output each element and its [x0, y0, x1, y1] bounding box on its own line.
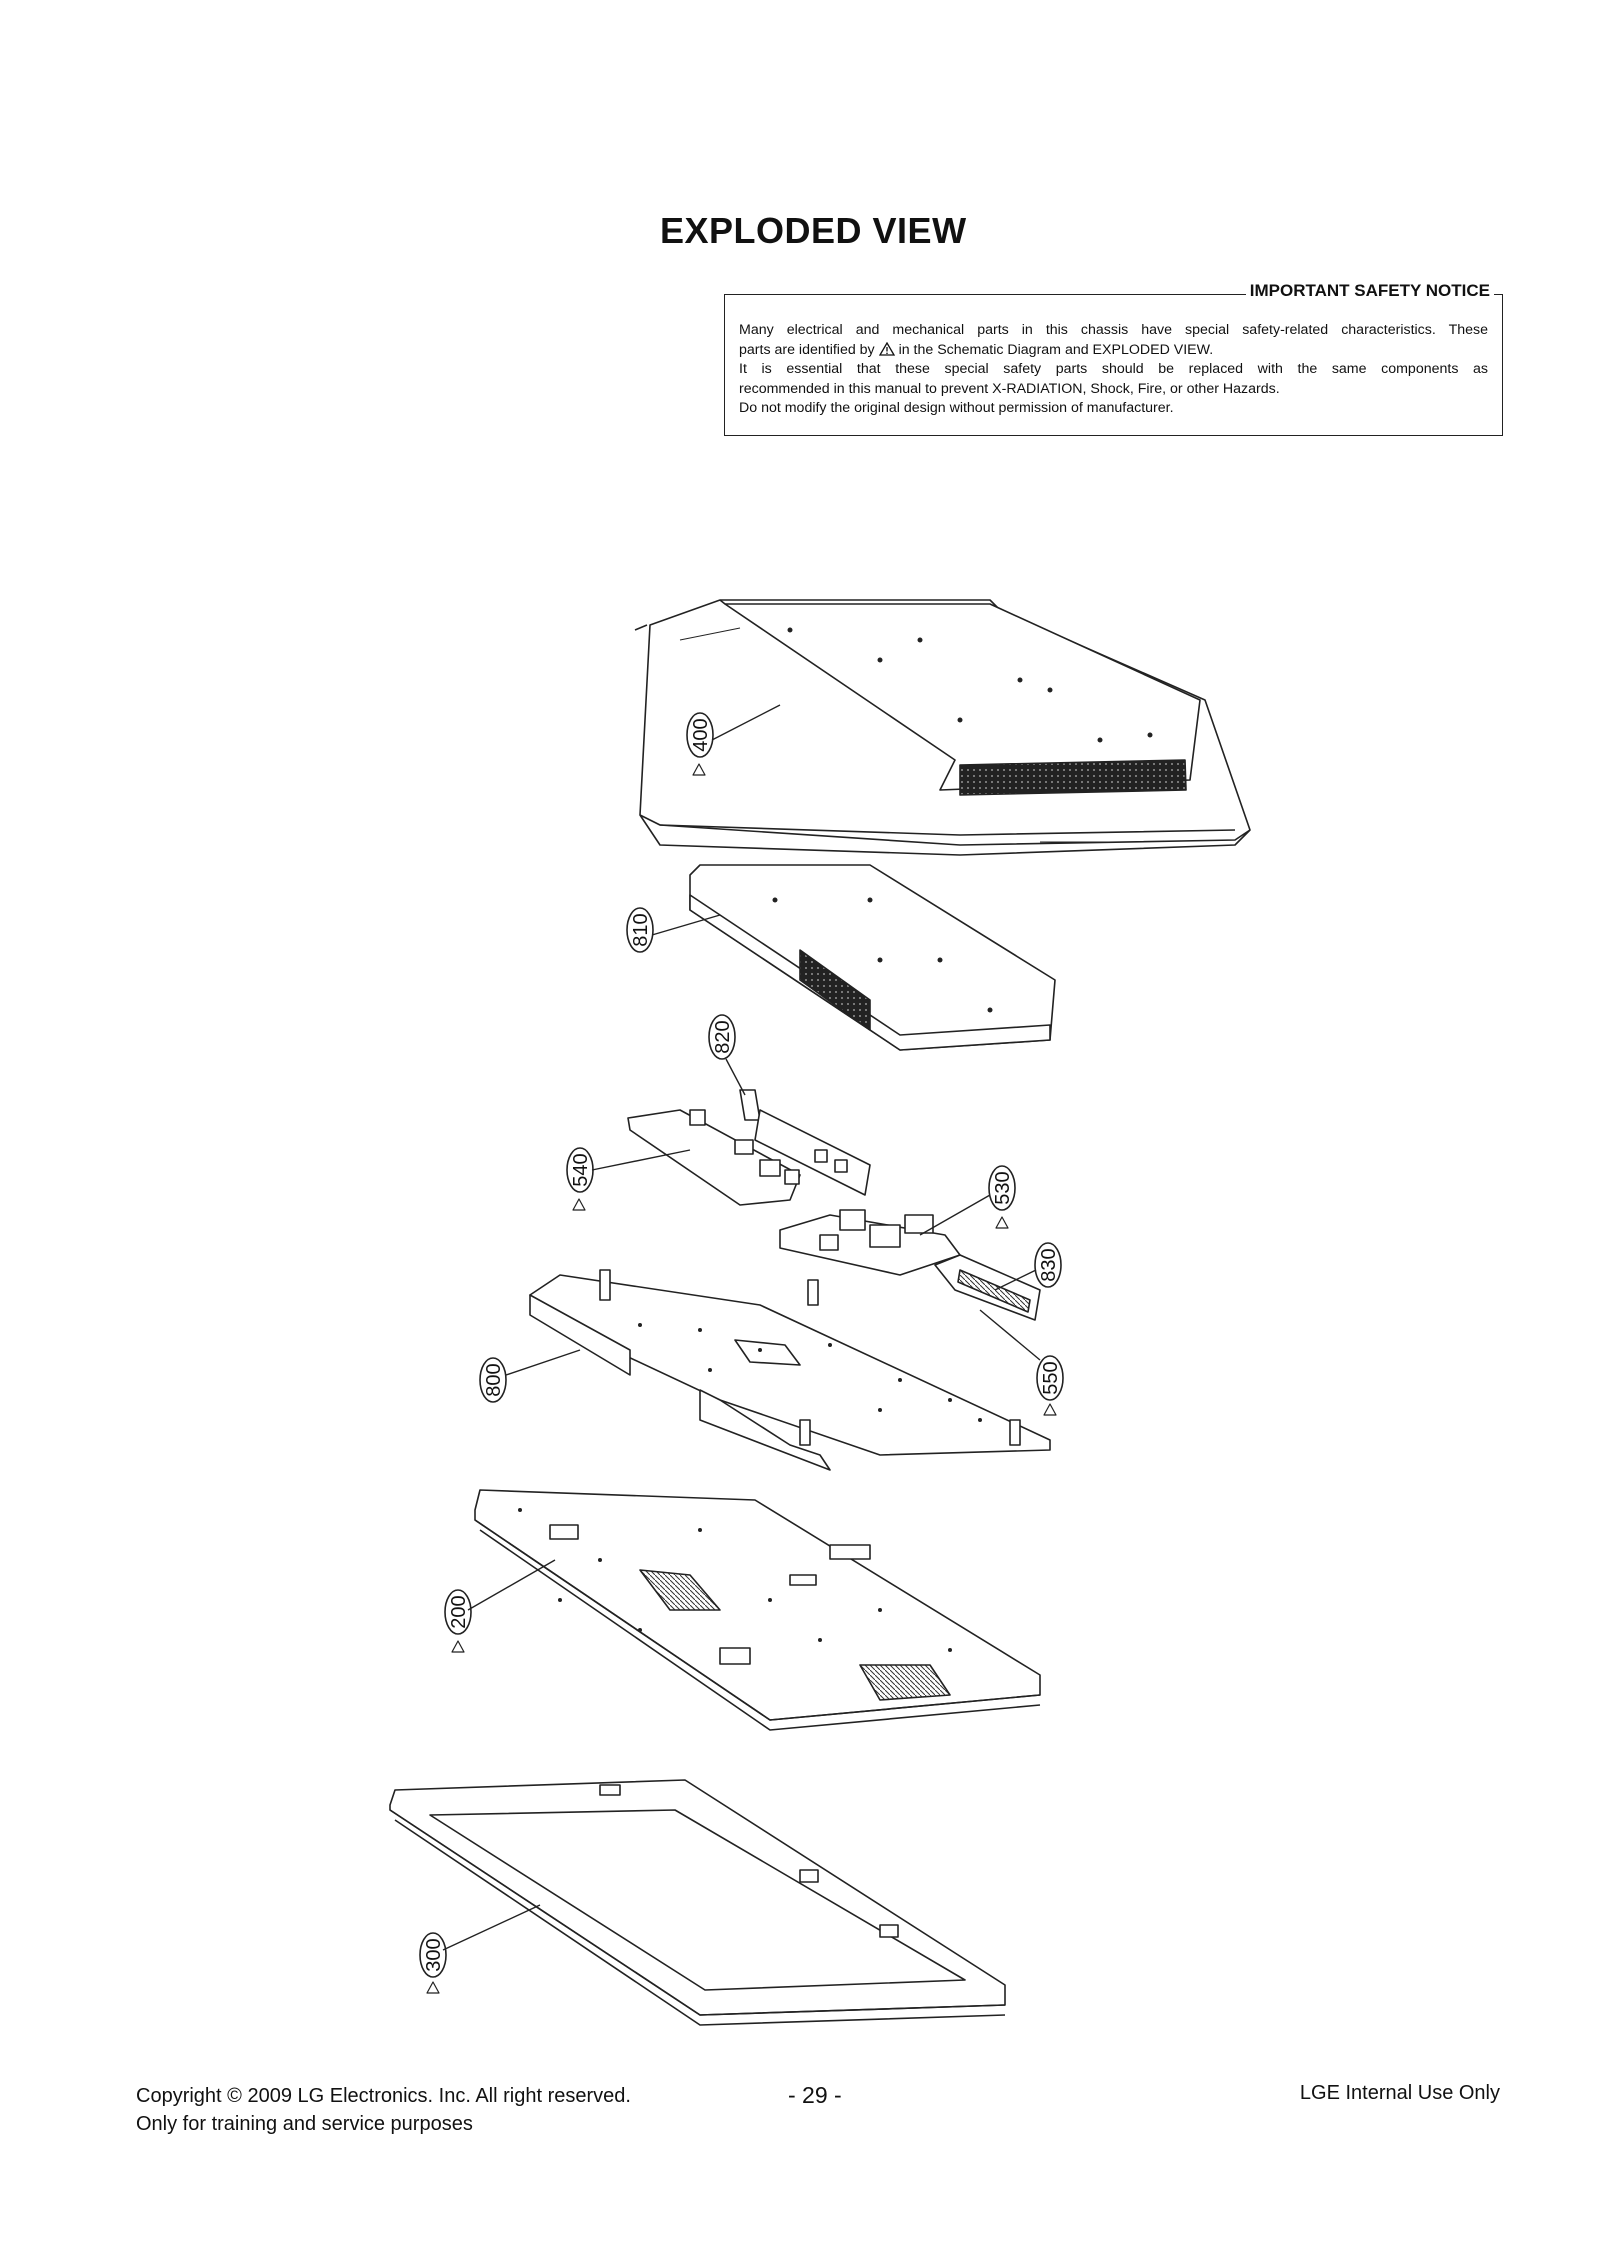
notice-line-4: recommended in this manual to prevent X-…	[739, 380, 1280, 397]
part-label-800	[479, 1349, 581, 1403]
notice-line-5: Do not modify the original design withou…	[739, 400, 1174, 416]
part-number-800: 800	[483, 1363, 505, 1396]
notice-line-1: Many electrical and mechanical parts in …	[739, 322, 1488, 338]
back-cover-part	[634, 599, 1251, 856]
part-label-400	[686, 704, 781, 776]
page-number: - 29 -	[788, 2082, 842, 2108]
frame-part	[529, 1269, 1051, 1471]
main-board-part	[627, 1109, 871, 1206]
part-number-550: 550	[1040, 1361, 1062, 1394]
part-number-810: 810	[630, 913, 652, 946]
part-label-830	[994, 1242, 1062, 1291]
footer-copyright: Copyright © 2009 LG Electronics. Inc. Al…	[136, 2082, 631, 2138]
bracket-part	[739, 1089, 761, 1121]
safety-notice-heading: IMPORTANT SAFETY NOTICE	[1245, 281, 1494, 300]
safety-notice-box: IMPORTANT SAFETY NOTICE Many electrical …	[724, 281, 1503, 436]
part-number-530: 530	[992, 1171, 1014, 1204]
part-number-820: 820	[712, 1020, 734, 1053]
internal-use-label: LGE Internal Use Only	[1299, 2082, 1500, 2104]
power-board-part	[779, 1209, 961, 1276]
lcd-module-part	[474, 1489, 1041, 1731]
shield-cover-part	[689, 864, 1056, 1051]
part-label-820	[708, 1014, 746, 1096]
part-label-200	[444, 1559, 556, 1653]
part-label-550	[979, 1309, 1064, 1416]
side-bracket-part	[934, 1254, 1041, 1321]
notice-line-3: It is essential that these special safet…	[739, 361, 1488, 377]
page-title: EXPLODED VIEW	[660, 210, 967, 251]
part-label-810	[626, 907, 721, 953]
notice-line-2: parts are identified by in the Schematic…	[739, 341, 1214, 358]
part-number-300: 300	[423, 1938, 445, 1971]
part-number-540: 540	[570, 1153, 592, 1186]
part-label-300	[419, 1904, 541, 1994]
safety-notice-body: Many electrical and mechanical parts in …	[739, 321, 1488, 419]
part-label-530	[919, 1165, 1016, 1236]
warning-triangle-icon	[878, 341, 895, 356]
purpose-text: Only for training and service purposes	[136, 2113, 473, 2135]
part-number-200: 200	[448, 1595, 470, 1628]
part-number-400: 400	[690, 718, 712, 751]
part-label-540	[566, 1147, 691, 1211]
part-number-830: 830	[1038, 1248, 1060, 1281]
copyright-text: Copyright © 2009 LG Electronics. Inc. Al…	[136, 2085, 631, 2107]
front-bezel-part	[389, 1779, 1006, 2026]
